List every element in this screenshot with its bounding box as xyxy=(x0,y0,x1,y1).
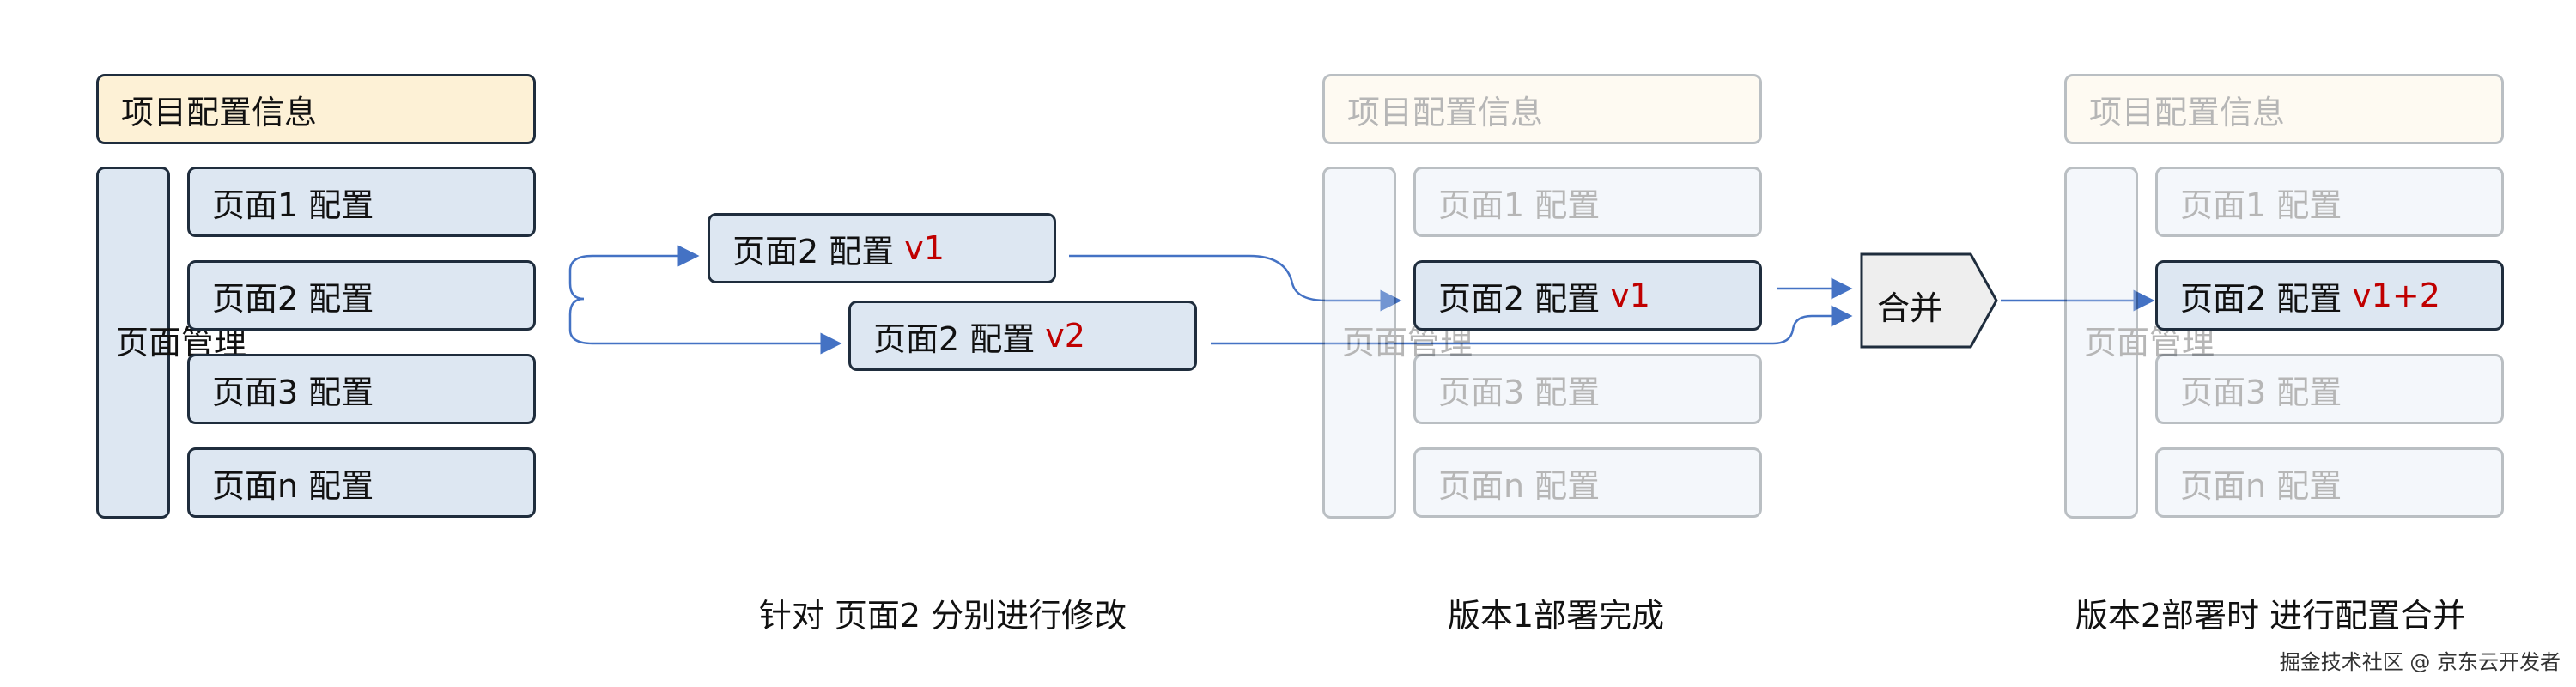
project-config-header: 项目配置信息 xyxy=(96,74,536,144)
v1-to-deploy1-arrow xyxy=(1069,254,1402,312)
split-brace-lower xyxy=(568,297,842,355)
deploy2-page-config-2-tag: v1+2 xyxy=(2352,277,2440,314)
deploy2-page-config-n-label: 页面n 配置 xyxy=(2180,466,2342,505)
page-config-2: 页面2 配置 xyxy=(187,260,536,331)
deploy1-page-manage-sidebar: 页面管理 xyxy=(1322,167,1473,519)
caption-edit: 针对 页面2 分别进行修改 xyxy=(758,597,1127,635)
project-config-header-text: 项目配置信息 xyxy=(121,93,318,131)
merge-shape xyxy=(1860,252,1998,349)
deploy2-page-config-3: 页面3 配置 xyxy=(2155,354,2504,424)
deploy1-project-config-header: 项目配置信息 xyxy=(1322,74,1762,144)
page-manage-sidebar: 页面管理 xyxy=(96,167,247,519)
merge-label: 合并 xyxy=(1877,289,1943,327)
edit-v1-label: 页面2 配置 xyxy=(732,232,895,271)
deploy1-page-config-1-label: 页面1 配置 xyxy=(1438,185,1601,224)
page-manage-text: 页面管理 xyxy=(116,324,247,362)
edit-v2-tag: v2 xyxy=(1045,317,1085,355)
caption-deploy1: 版本1部署完成 xyxy=(1447,597,1665,635)
deploy1-page-config-n: 页面n 配置 xyxy=(1413,447,1762,518)
deploy2-project-config-header: 项目配置信息 xyxy=(2064,74,2504,144)
page-config-1-label: 页面1 配置 xyxy=(212,185,374,224)
deploy2-header-text: 项目配置信息 xyxy=(2089,93,2286,131)
edit-v2-label: 页面2 配置 xyxy=(873,319,1036,358)
deploy2-page-config-2-label: 页面2 配置 xyxy=(2180,279,2342,318)
deploy1-page-config-2-label: 页面2 配置 xyxy=(1438,279,1601,318)
page-config-2-label: 页面2 配置 xyxy=(212,279,374,318)
v2-to-merge-arrow xyxy=(1211,305,1853,345)
deploy2-page-config-3-label: 页面3 配置 xyxy=(2180,373,2342,411)
watermark: 掘金技术社区 @ 京东云开发者 xyxy=(2279,650,2561,674)
page-config-3: 页面3 配置 xyxy=(187,354,536,424)
deploy1-page-config-1: 页面1 配置 xyxy=(1413,167,1762,237)
page-config-n-label: 页面n 配置 xyxy=(212,466,374,505)
deploy2-page-config-n: 页面n 配置 xyxy=(2155,447,2504,518)
deploy2-page-config-2: 页面2 配置 v1+2 xyxy=(2155,260,2504,331)
deploy1-page-config-3: 页面3 配置 xyxy=(1413,354,1762,424)
deploy1-page-config-n-label: 页面n 配置 xyxy=(1438,466,1601,505)
page-config-1: 页面1 配置 xyxy=(187,167,536,237)
deploy2-page-manage-text: 页面管理 xyxy=(2084,324,2215,362)
deploy1-header-text: 项目配置信息 xyxy=(1347,93,1544,131)
edit-v1-tag: v1 xyxy=(904,229,945,267)
page-config-n: 页面n 配置 xyxy=(187,447,536,518)
page-config-3-label: 页面3 配置 xyxy=(212,373,374,411)
deploy1-page-config-3-label: 页面3 配置 xyxy=(1438,373,1601,411)
deploy1-page-config-2-tag: v1 xyxy=(1610,277,1650,314)
deploy1-page-manage-text: 页面管理 xyxy=(1342,324,1473,362)
deploy2-page-manage-sidebar: 页面管理 xyxy=(2064,167,2215,519)
deploy2-page-config-1-label: 页面1 配置 xyxy=(2180,185,2342,224)
deploy2-page-config-1: 页面1 配置 xyxy=(2155,167,2504,237)
caption-deploy2: 版本2部署时 进行配置合并 xyxy=(2075,597,2466,635)
split-brace xyxy=(568,245,700,301)
